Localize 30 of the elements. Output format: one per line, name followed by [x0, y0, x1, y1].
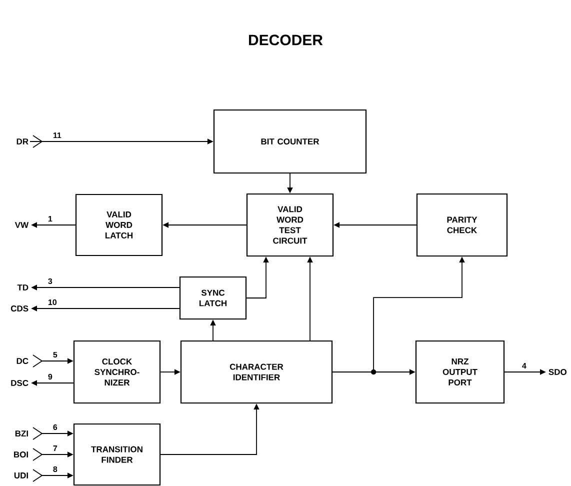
pin-name: SDO	[548, 369, 567, 375]
pin-name: TD	[17, 284, 28, 290]
pin-number: 1	[47, 216, 53, 222]
pin-number: 3	[47, 278, 53, 285]
pin-name: VW	[14, 222, 29, 228]
block-box: VALID WORD TEST CIRCUIT	[246, 193, 334, 257]
pin-number: 8	[52, 466, 58, 473]
block-box: NRZ OUTPUT PORT	[415, 340, 505, 404]
block-box: SYNC LATCH	[179, 276, 247, 320]
pin-name: BZI	[15, 430, 28, 436]
pin-number: 9	[47, 373, 53, 380]
block-box: TRANSITION FINDER	[73, 423, 161, 486]
pin-name: DSC	[11, 380, 28, 386]
pin-number: 11	[52, 132, 62, 139]
block-box: VALID WORD LATCH	[75, 194, 163, 256]
block-box: CHARACTER IDENTIFIER	[180, 340, 333, 404]
pin-name: BOI	[14, 452, 28, 458]
pin-name: DC	[16, 358, 28, 364]
pin-number: 6	[52, 424, 58, 431]
title: DECODER	[249, 34, 323, 46]
pin-number: 7	[52, 445, 58, 452]
pin-number: 10	[47, 298, 58, 306]
block-box: PARITY CHECK	[416, 193, 508, 257]
pin-name: CDS	[10, 306, 28, 312]
pin-name: DR	[16, 138, 28, 144]
pin-name: UDI	[14, 472, 28, 478]
block-box: BIT COUNTER	[213, 109, 367, 174]
pin-number: 5	[52, 351, 58, 358]
pin-number: 4	[521, 362, 527, 370]
block-box: CLOCK SYNCHRO- NIZER	[73, 340, 161, 404]
